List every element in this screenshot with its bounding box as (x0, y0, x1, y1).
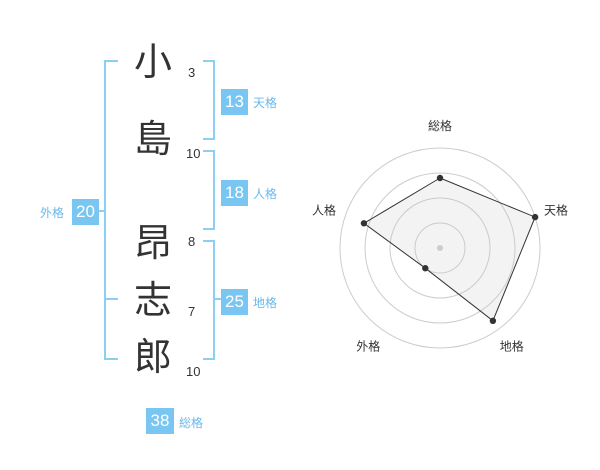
radar-point-2 (531, 213, 539, 221)
stroke-count-5: 10 (186, 364, 201, 379)
name-char-5: 郎 (133, 335, 172, 379)
radar-axis-label-4: 外格 (356, 339, 380, 354)
radar-axis-label-3: 地格 (500, 339, 524, 354)
name-char-2: 島 (133, 117, 172, 161)
soukaku-value-badge: 38 (146, 408, 174, 434)
name-char-1: 小 (133, 40, 172, 84)
radar-point-4 (422, 265, 429, 272)
name-char-4: 志 (133, 278, 172, 322)
tenkaku-value-badge: 13 (221, 89, 248, 115)
gaikaku-label: 外格 (40, 206, 65, 220)
stroke-count-3: 8 (188, 234, 196, 249)
jinkaku-label: 人格 (253, 187, 278, 201)
gaikaku-value-badge: 20 (72, 199, 99, 225)
radar-axis-label-2: 天格 (544, 202, 568, 217)
radar-axis-label-5: 人格 (312, 202, 336, 217)
radar-point-5 (360, 220, 368, 227)
chikaku-label: 地格 (253, 296, 278, 310)
radar-center-dot (437, 245, 443, 251)
radar-axis-label-1: 総格 (428, 118, 452, 133)
radar-ring-1 (414, 222, 466, 274)
radar-points (360, 174, 539, 325)
stroke-count-2: 10 (186, 146, 201, 161)
stroke-count-4: 7 (188, 304, 196, 319)
stroke-count-1: 3 (188, 65, 196, 80)
radar-ring-3 (364, 172, 516, 324)
radar-point-1 (436, 174, 444, 182)
chikaku-value-badge: 25 (221, 289, 248, 315)
tenkaku-label: 天格 (253, 96, 278, 110)
soukaku-label: 総格 (179, 416, 204, 430)
jinkaku-value-badge: 18 (221, 180, 248, 206)
radar-point-3 (489, 317, 497, 325)
radar-ring-2 (389, 197, 491, 299)
radar-polygon (362, 177, 536, 322)
name-char-3: 昂 (133, 221, 172, 265)
